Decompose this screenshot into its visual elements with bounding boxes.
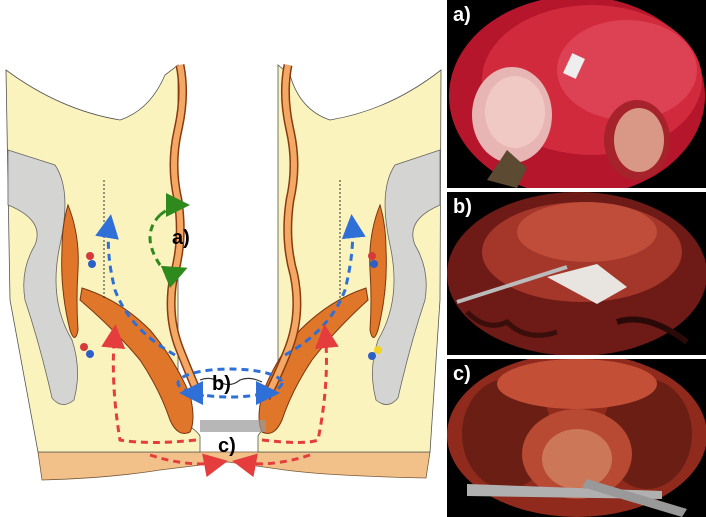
purse-string-suture: [200, 378, 262, 384]
photo-c-panel: c): [447, 359, 706, 517]
photo-b-label: b): [453, 196, 472, 219]
label-b: b): [212, 373, 231, 395]
vessel-yellow-right: [374, 346, 382, 354]
vessel-blue-left: [88, 260, 96, 268]
label-c: c): [218, 435, 236, 457]
vessel-blue-right: [370, 260, 378, 268]
photo-a-label: a): [453, 4, 471, 27]
vessel-red-left: [86, 252, 94, 260]
anal-canal-gap: [200, 420, 266, 432]
photo-c-label: c): [453, 363, 471, 386]
anatomical-diagram: a) b) c): [0, 0, 447, 517]
photo-b-image: [447, 192, 706, 355]
vessel-blue-left2: [86, 350, 94, 358]
photo-a-image: [447, 0, 706, 188]
vessel-red-right: [368, 252, 376, 260]
label-a: a): [172, 227, 190, 249]
photo-c-image: [447, 359, 706, 517]
photo-a-panel: a): [447, 0, 706, 188]
photo-b-panel: b): [447, 192, 706, 355]
vessel-red-left2: [80, 343, 88, 351]
vessel-blue-right2: [368, 352, 376, 360]
